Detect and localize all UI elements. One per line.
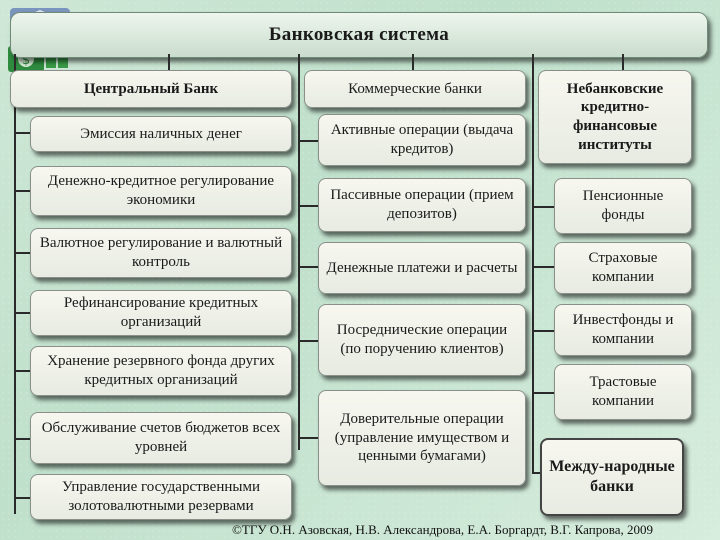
connector-line bbox=[14, 252, 30, 254]
commercial-bank-item: Денежные платежи и расчеты bbox=[318, 242, 526, 294]
commercial-banks-header: Коммерческие банки bbox=[304, 70, 526, 108]
connector-line bbox=[14, 190, 30, 192]
nonbank-item: Пенсионные фонды bbox=[554, 178, 692, 234]
connector-line bbox=[14, 497, 30, 499]
commercial-bank-item: Посреднические операции (по поручению кл… bbox=[318, 304, 526, 376]
diagram-title: Банковская система bbox=[10, 12, 708, 58]
connector-line bbox=[298, 140, 318, 142]
commercial-bank-item: Активные операции (выдача кредитов) bbox=[318, 114, 526, 166]
connector-line bbox=[412, 54, 414, 72]
connector-line bbox=[14, 438, 30, 440]
central-bank-item: Денежно-кредитное регулирование экономик… bbox=[30, 166, 292, 216]
connector-line bbox=[532, 54, 534, 474]
nonbank-item: Между-народные банки bbox=[540, 438, 684, 516]
connector-line bbox=[532, 206, 554, 208]
connector-line bbox=[14, 370, 30, 372]
central-bank-item: Эмиссия наличных денег bbox=[30, 116, 292, 152]
connector-line bbox=[298, 205, 318, 207]
connector-line bbox=[532, 266, 554, 268]
copyright-footer: ©ТГУ О.Н. Азовская, Н.В. Александрова, Е… bbox=[232, 522, 653, 537]
connector-line bbox=[298, 437, 318, 439]
svg-text:$: $ bbox=[22, 53, 30, 68]
connector-line bbox=[298, 266, 318, 268]
central-bank-item: Управление государственными золотовалютн… bbox=[30, 474, 292, 520]
connector-line bbox=[532, 392, 554, 394]
connector-line bbox=[532, 472, 540, 474]
nonbank-item: Инвестфонды и компании bbox=[554, 304, 692, 356]
central-bank-item: Валютное регулирование и валютный контро… bbox=[30, 228, 292, 278]
connector-line bbox=[168, 54, 170, 72]
connector-line bbox=[622, 54, 624, 72]
central-bank-header: Центральный Банк bbox=[10, 70, 292, 108]
connector-line bbox=[14, 312, 30, 314]
connector-line bbox=[14, 132, 30, 134]
connector-line bbox=[298, 340, 318, 342]
central-bank-item: Рефинансирование кредитных организаций bbox=[30, 290, 292, 336]
nonbank-institutions-header: Небанковские кредитно-финансовые институ… bbox=[538, 70, 692, 164]
commercial-bank-item: Пассивные операции (прием депозитов) bbox=[318, 178, 526, 232]
connector-line bbox=[298, 54, 300, 450]
connector-line bbox=[14, 54, 16, 514]
commercial-bank-item: Доверительные операции (управление имуще… bbox=[318, 390, 526, 486]
connector-line bbox=[532, 330, 554, 332]
central-bank-item: Хранение резервного фонда других кредитн… bbox=[30, 346, 292, 396]
nonbank-item: Трастовые компании bbox=[554, 364, 692, 420]
nonbank-item: Страховые компании bbox=[554, 242, 692, 294]
central-bank-item: Обслуживание счетов бюджетов всех уровне… bbox=[30, 412, 292, 464]
